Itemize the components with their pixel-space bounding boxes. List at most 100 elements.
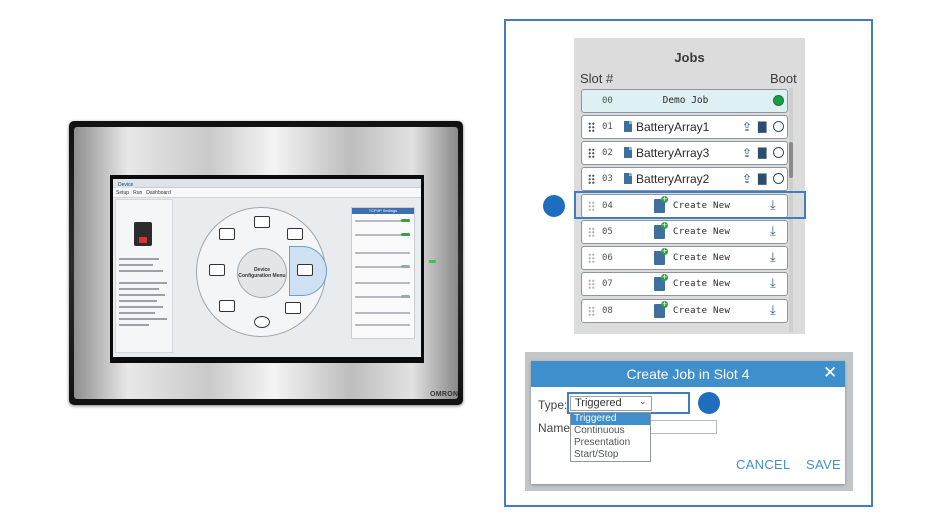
type-select-value: Triggered: [575, 397, 622, 409]
device-nav: Device Setup Run Dashboard: [113, 182, 421, 198]
job-row-empty[interactable]: 05 + Create New ⤓: [581, 220, 788, 244]
type-select[interactable]: Triggered ⌄: [570, 396, 652, 411]
download-icon[interactable]: ⤓: [770, 303, 776, 318]
cancel-button[interactable]: CANCEL: [736, 457, 791, 472]
nav-device[interactable]: Device: [116, 182, 136, 188]
job-row[interactable]: 02 BatteryArray3 ⇪ ▇: [581, 141, 788, 165]
slot-number: 07: [602, 279, 613, 289]
job-row-empty[interactable]: 07 + Create New ⤓: [581, 272, 788, 296]
type-option[interactable]: Presentation: [574, 437, 631, 448]
tcpip-panel: TCP/IP Settings: [351, 207, 415, 339]
upload-icon[interactable]: ⇪: [742, 120, 753, 134]
upload-icon[interactable]: ⇪: [742, 172, 753, 186]
dialog-header: Create Job in Slot 4 ✕: [531, 361, 845, 387]
document-icon: [624, 121, 632, 132]
slot-number: 01: [602, 122, 613, 132]
wheel-icon[interactable]: [219, 300, 235, 312]
clock-icon[interactable]: [254, 316, 270, 328]
wheel-icon[interactable]: [297, 264, 313, 276]
slot-number: 05: [602, 227, 613, 237]
drag-handle-icon: [588, 253, 595, 264]
boot-radio[interactable]: [773, 147, 784, 158]
type-option[interactable]: Continuous: [574, 425, 625, 436]
job-name: BatteryArray3: [636, 146, 710, 160]
boot-indicator-on[interactable]: [773, 95, 784, 106]
create-new-label[interactable]: Create New: [673, 227, 731, 237]
drag-handle-icon[interactable]: [588, 122, 595, 133]
nav-setup[interactable]: Setup: [116, 189, 130, 196]
job-name: BatteryArray2: [636, 172, 710, 186]
type-option[interactable]: Triggered: [571, 413, 650, 425]
slot-number: 08: [602, 306, 613, 316]
create-new-label[interactable]: Create New: [673, 306, 731, 316]
slot-column-header: Slot #: [580, 71, 614, 86]
drag-handle-icon: [588, 227, 595, 238]
jobs-scroll-thumb[interactable]: [789, 142, 793, 178]
wheel-icon[interactable]: [287, 228, 303, 240]
job-row-empty[interactable]: 04 + Create New ⤓: [581, 194, 788, 218]
new-document-icon[interactable]: +: [654, 222, 668, 239]
job-row-empty[interactable]: 06 + Create New ⤓: [581, 246, 788, 270]
wheel-icon[interactable]: [285, 302, 301, 314]
detail-frame: [504, 19, 873, 507]
slot-number: 04: [602, 201, 613, 211]
new-document-icon[interactable]: +: [654, 196, 668, 213]
wheel-icon[interactable]: [254, 216, 270, 228]
create-new-label[interactable]: Create New: [673, 279, 731, 289]
device-info-panel: [115, 199, 173, 353]
nav-run[interactable]: Run: [133, 189, 143, 196]
tcpip-title: TCP/IP Settings: [352, 208, 414, 214]
download-icon[interactable]: ⤓: [770, 250, 776, 265]
dialog-title: Create Job in Slot 4: [626, 366, 750, 382]
save-button[interactable]: SAVE: [806, 457, 841, 472]
slot-number: 02: [602, 148, 613, 158]
drag-handle-icon: [588, 306, 595, 317]
new-document-icon[interactable]: +: [654, 248, 668, 265]
job-name-input[interactable]: [648, 420, 717, 434]
callout-marker: [543, 195, 565, 217]
trash-icon[interactable]: ▇: [758, 120, 767, 133]
highlight-slot-4: [574, 191, 806, 219]
wheel-icon[interactable]: [209, 264, 225, 276]
download-icon[interactable]: ⤓: [770, 224, 776, 239]
download-icon[interactable]: ⤓: [770, 198, 776, 213]
brand-logo: OMRON: [430, 391, 459, 398]
config-wheel: Device Configuration Menu: [196, 207, 327, 337]
name-label: Name:: [538, 421, 574, 435]
document-icon: [624, 173, 632, 184]
new-document-icon[interactable]: +: [654, 274, 668, 291]
chevron-down-icon[interactable]: ⌄: [639, 397, 647, 407]
document-icon: [624, 147, 632, 158]
job-row[interactable]: 01 BatteryArray1 ⇪ ▇: [581, 115, 788, 139]
slot-number: 00: [602, 96, 613, 106]
nav-dashboard[interactable]: Dashboard: [146, 189, 171, 196]
callout-marker: [698, 392, 720, 414]
wheel-icon[interactable]: [219, 228, 235, 240]
drag-handle-icon[interactable]: [588, 148, 595, 159]
jobs-title: Jobs: [674, 50, 705, 65]
job-row[interactable]: 03 BatteryArray2 ⇪ ▇: [581, 167, 788, 191]
create-new-label[interactable]: Create New: [673, 253, 731, 263]
browser-bar: [113, 179, 421, 188]
new-document-icon[interactable]: +: [654, 301, 668, 318]
slot-number: 06: [602, 253, 613, 263]
job-row-empty[interactable]: 08 + Create New ⤓: [581, 299, 788, 323]
create-new-label[interactable]: Create New: [673, 201, 731, 211]
trash-icon[interactable]: ▇: [758, 172, 767, 185]
wheel-hub: Device Configuration Menu: [237, 248, 287, 298]
trash-icon[interactable]: ▇: [758, 146, 767, 159]
job-row-demo[interactable]: 00 Demo Job: [581, 89, 788, 113]
slot-number: 03: [602, 174, 613, 184]
close-icon[interactable]: ✕: [823, 363, 838, 383]
jobs-scrollbar[interactable]: [789, 88, 793, 332]
drag-handle-icon[interactable]: [588, 174, 595, 185]
type-options-list[interactable]: Triggered Continuous Presentation Start/…: [570, 412, 651, 462]
device-ui: Device Setup Run Dashboard Device Config…: [113, 179, 421, 357]
upload-icon[interactable]: ⇪: [742, 146, 753, 160]
type-option[interactable]: Start/Stop: [574, 449, 619, 460]
job-name: Demo Job: [662, 95, 709, 106]
boot-column-header: Boot: [770, 71, 797, 86]
download-icon[interactable]: ⤓: [770, 276, 776, 291]
boot-radio[interactable]: [773, 173, 784, 184]
boot-radio[interactable]: [773, 121, 784, 132]
